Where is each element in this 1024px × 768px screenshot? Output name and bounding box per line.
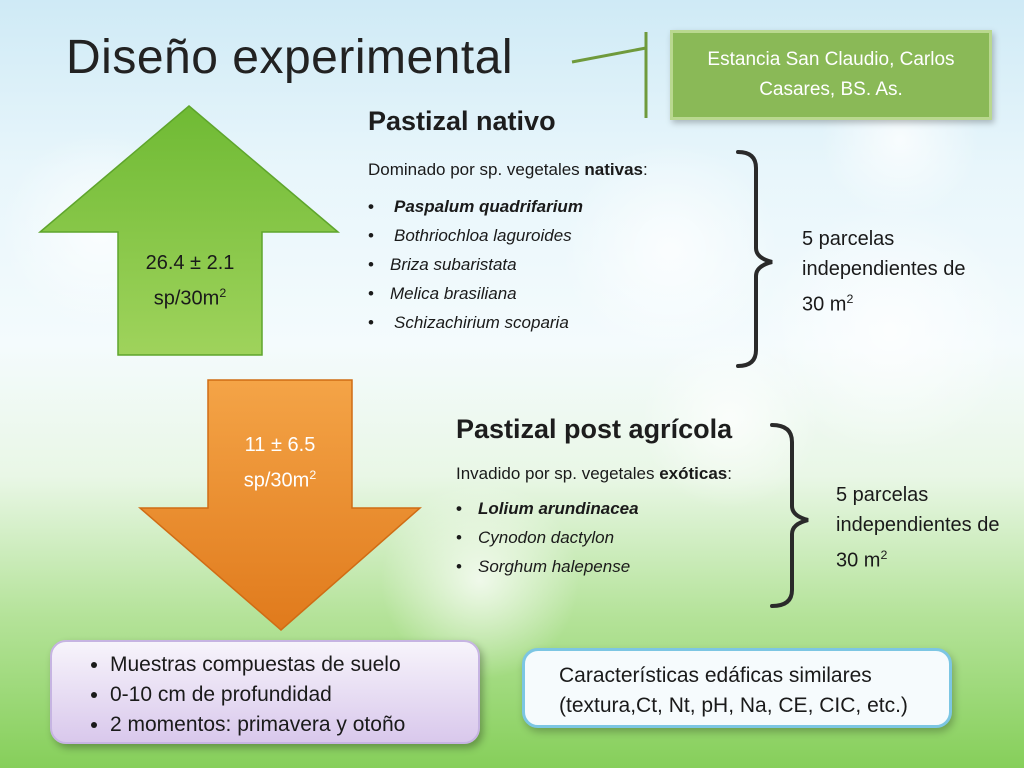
- location-box: Estancia San Claudio, Carlos Casares, BS…: [670, 30, 992, 120]
- native-species-name: Schizachirium scoparia: [394, 313, 569, 332]
- native-species-name: Melica brasiliana: [390, 284, 517, 303]
- native-intro-suffix: :: [643, 160, 648, 179]
- down-arrow-icon: [137, 379, 422, 631]
- native-species-item: • Paspalum quadrifarium: [368, 192, 583, 221]
- bullet-icon: •: [368, 226, 374, 245]
- post-richness-sup: 2: [309, 468, 317, 482]
- bullet-icon: •: [368, 313, 374, 332]
- post-intro: Invadido por sp. vegetales exóticas:: [456, 464, 732, 484]
- post-intro-prefix: Invadido por sp. vegetales: [456, 464, 660, 483]
- native-species-item: • Schizachirium scoparia: [368, 308, 583, 337]
- post-species-item: • Cynodon dactylon: [456, 523, 639, 552]
- samples-item: 2 momentos: primavera y otoño: [110, 710, 468, 740]
- native-parcels-text: 5 parcelas independientes de 30 m: [802, 228, 966, 316]
- post-species-list: • Lolium arundinacea • Cynodon dactylon • Sor…: [456, 494, 639, 581]
- native-species-item: • Bothriochloa laguroides: [368, 221, 583, 250]
- native-parcels: 5 parcelas independientes de 30 m2: [802, 224, 972, 320]
- up-arrow-icon: [37, 105, 341, 356]
- post-parcels-sup: 2: [880, 548, 888, 562]
- brace-native: [736, 150, 773, 368]
- post-parcels-text: 5 parcelas independientes de 30 m: [836, 484, 1000, 572]
- bullet-icon: •: [368, 284, 374, 303]
- brace-post-agricultural: [770, 423, 809, 608]
- post-richness-value: 11 ± 6.5: [244, 434, 316, 456]
- bullet-icon: •: [456, 557, 462, 576]
- post-species-item: • Lolium arundinacea: [456, 494, 639, 523]
- post-richness-unit: sp/30m: [243, 469, 310, 492]
- samples-item: Muestras compuestas de suelo: [110, 650, 468, 680]
- native-species-item: • Briza subaristata: [368, 250, 583, 279]
- samples-list: Muestras compuestas de suelo0-10 cm de p…: [84, 650, 468, 740]
- post-richness: 11 ± 6.5 sp/30m2: [208, 430, 352, 496]
- native-richness: 26.4 ± 2.1 sp/30m2: [118, 248, 262, 314]
- native-intro-prefix: Dominado por sp. vegetales: [368, 160, 585, 179]
- post-species-item: • Sorghum halepense: [456, 552, 639, 581]
- native-parcels-sup: 2: [846, 292, 854, 306]
- post-intro-suffix: :: [727, 464, 732, 483]
- post-parcels: 5 parcelas independientes de 30 m2: [836, 480, 1006, 576]
- post-intro-bold: exóticas: [659, 464, 728, 483]
- bullet-icon: •: [368, 255, 374, 274]
- slide-title: Diseño experimental: [66, 31, 514, 84]
- native-heading: Pastizal nativo: [368, 106, 556, 136]
- post-heading: Pastizal post agrícola: [456, 414, 733, 444]
- native-richness-value: 26.4 ± 2.1: [145, 252, 235, 274]
- native-intro-bold: nativas: [584, 160, 643, 179]
- native-richness-sup: 2: [219, 286, 227, 300]
- native-species-name: Bothriochloa laguroides: [394, 226, 572, 245]
- bullet-icon: •: [456, 499, 462, 518]
- native-richness-unit: sp/30m: [153, 287, 220, 310]
- samples-box: Muestras compuestas de suelo0-10 cm de p…: [50, 640, 480, 744]
- samples-item: 0-10 cm de profundidad: [110, 680, 468, 710]
- native-species-name: Briza subaristata: [390, 255, 517, 274]
- post-species-name: Lolium arundinacea: [478, 499, 639, 518]
- native-species-item: • Melica brasiliana: [368, 279, 583, 308]
- post-species-name: Cynodon dactylon: [478, 528, 615, 547]
- post-species-name: Sorghum halepense: [478, 557, 631, 576]
- bullet-icon: •: [368, 197, 374, 216]
- soil-box: Características edáficas similares (text…: [522, 648, 952, 728]
- native-species-list: • Paspalum quadrifarium • Bothriochloa lagu…: [368, 192, 583, 337]
- bullet-icon: •: [456, 528, 462, 547]
- native-intro: Dominado por sp. vegetales nativas:: [368, 160, 648, 180]
- native-species-name: Paspalum quadrifarium: [394, 197, 583, 216]
